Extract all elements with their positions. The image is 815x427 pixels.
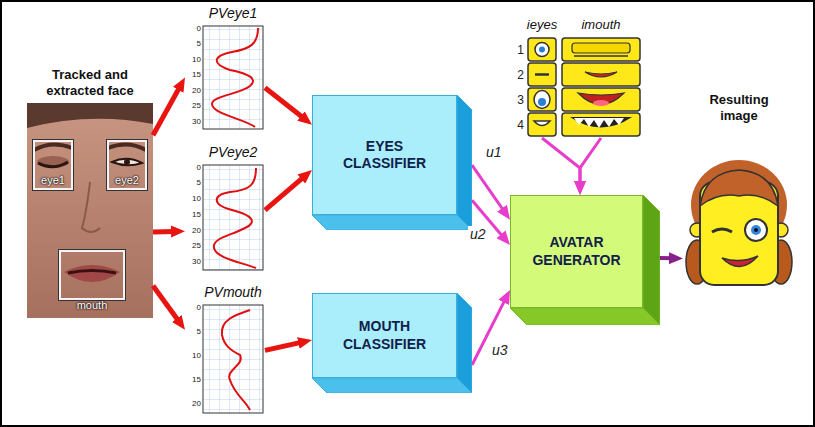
generator-box: AVATAR GENERATOR — [510, 195, 660, 325]
axis-tick: 30 — [186, 257, 201, 266]
icon-column: ieyes — [528, 38, 556, 138]
axis-tick: 0 — [186, 163, 201, 172]
result-image: Resulting image — [683, 140, 795, 300]
flow-arrow — [153, 86, 180, 135]
axis-tick: 0 — [186, 24, 201, 33]
box-face: MOUTH CLASSIFIER — [312, 293, 457, 378]
profile-plot — [203, 165, 263, 270]
axis-tick: 20 — [186, 226, 201, 235]
eye-icons — [528, 38, 556, 136]
axis-tick: 10 — [186, 351, 201, 360]
node-label: eye2 — [109, 174, 145, 187]
axis-tick: 15 — [186, 210, 201, 219]
box-title: MOUTH CLASSIFIER — [330, 318, 440, 353]
axis-tick: 5 — [186, 39, 201, 48]
profile-plot — [203, 26, 263, 129]
axis-tick: 15 — [186, 70, 201, 79]
classifier-box: MOUTH CLASSIFIER — [312, 293, 472, 393]
row-number: 1 — [510, 43, 524, 57]
signal-label: u3 — [490, 342, 510, 359]
axis-tick: 0 — [186, 303, 201, 312]
box-face: EYES CLASSIFIER — [312, 95, 457, 215]
axis-tick: 10 — [186, 55, 201, 64]
node-label: mouth — [61, 299, 123, 312]
feature-box: mouth — [59, 250, 125, 300]
box-title: AVATAR GENERATOR — [522, 234, 632, 269]
profile-plot — [203, 305, 263, 413]
signal-label: u1 — [484, 144, 504, 161]
feature-box: eye2 — [107, 140, 147, 190]
node-label: imouth — [562, 17, 640, 33]
row-number: 4 — [510, 118, 524, 132]
axis-tick: 25 — [186, 101, 201, 110]
flow-arrow — [153, 229, 175, 235]
axis-tick: 5 — [186, 327, 201, 336]
face-photo — [27, 103, 153, 318]
axis-tick: 20 — [186, 399, 201, 408]
flow-arrow — [265, 342, 302, 350]
axis-tick: 30 — [186, 117, 201, 126]
face-photo: Tracked and extracted faceeye1eye2mouth — [27, 103, 153, 318]
node-label: eye1 — [35, 174, 71, 187]
node-label: PVmouth — [203, 284, 263, 301]
classifier-box: EYES CLASSIFIER — [312, 95, 472, 230]
avatar-picture — [686, 160, 792, 285]
flow-arrow — [580, 138, 601, 185]
box-title: EYES CLASSIFIER — [330, 138, 440, 173]
node-label: Tracked and extracted face — [35, 67, 145, 99]
icon-column: imouth — [562, 38, 640, 138]
node-label: PVeye1 — [203, 5, 263, 22]
axis-tick: 5 — [186, 178, 201, 187]
flow-arrow — [542, 138, 580, 185]
node-label: Resulting image — [699, 92, 779, 124]
axis-tick: 15 — [186, 375, 201, 384]
signal-label: u2 — [468, 226, 488, 243]
node-label: ieyes — [516, 17, 568, 33]
row-number: 2 — [510, 68, 524, 82]
axis-tick: 25 — [186, 241, 201, 250]
feature-box: eye1 — [33, 140, 73, 190]
flow-arrow — [265, 88, 304, 119]
mouth-icons — [562, 38, 640, 136]
axis-tick: 10 — [186, 194, 201, 203]
node-label: PVeye2 — [203, 144, 263, 161]
row-number: 3 — [510, 93, 524, 107]
box-face: AVATAR GENERATOR — [510, 195, 643, 308]
flow-arrow — [660, 256, 673, 260]
flow-arrow — [153, 286, 179, 322]
axis-tick: 20 — [186, 86, 201, 95]
flow-arrow — [265, 176, 304, 210]
